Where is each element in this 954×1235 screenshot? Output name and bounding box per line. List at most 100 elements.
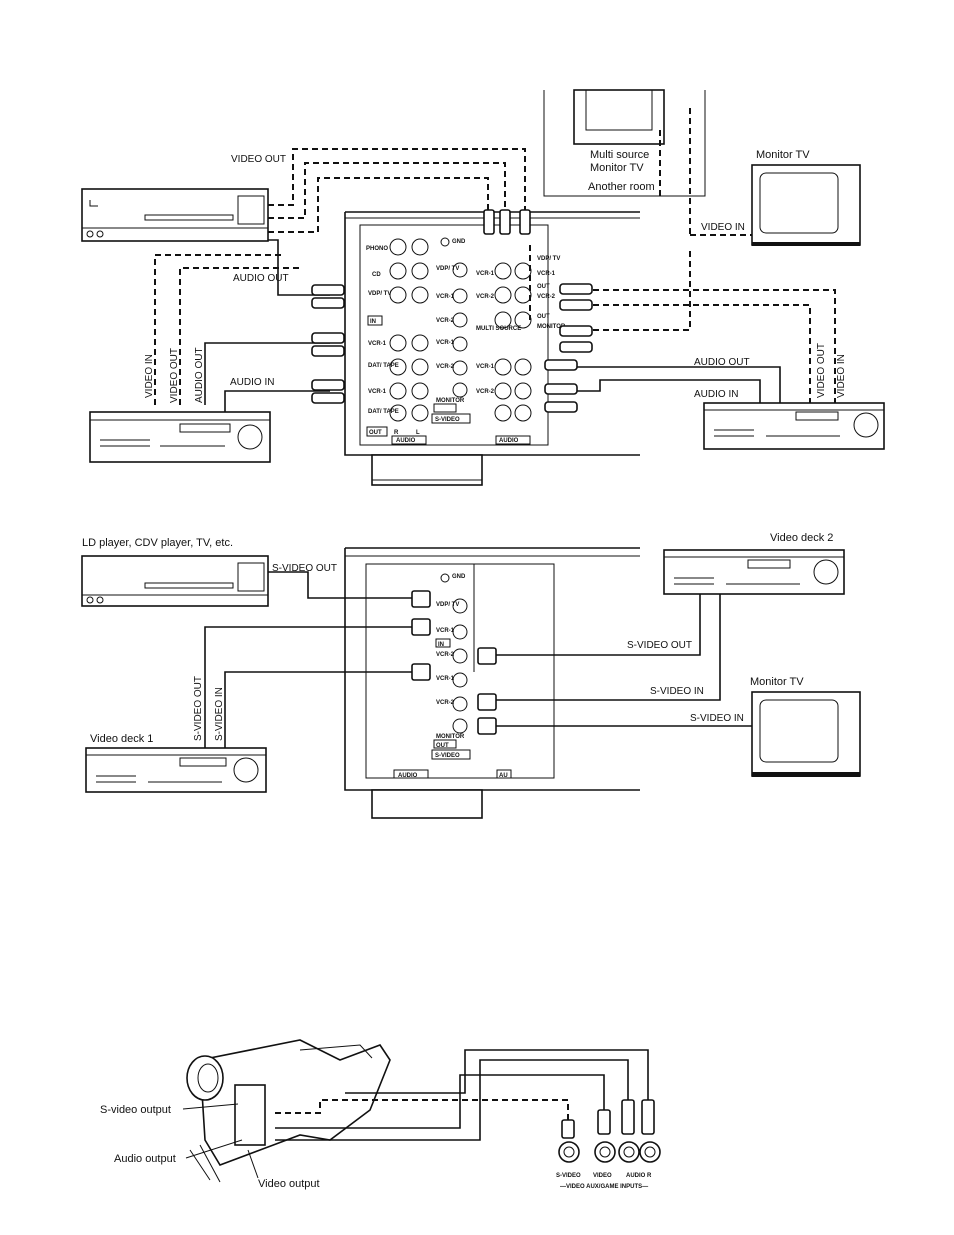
multi-source-label-1: Multi source <box>590 149 649 161</box>
video-in-right-label: VIDEO IN <box>701 222 745 233</box>
monitor-tv-mid-label: Monitor TV <box>750 676 804 688</box>
audio-out-label: AUDIO OUT <box>233 273 289 284</box>
svideo-out-right-label: S-VIDEO OUT <box>627 640 692 651</box>
audio-out-vert-label: AUDIO OUT <box>194 347 205 403</box>
mid-out-label: OUT <box>436 743 449 749</box>
row-dat-tape-out: DAT/ TAPE <box>368 409 399 415</box>
camcorder <box>186 1039 391 1183</box>
video-out-vert-right-label: VIDEO OUT <box>816 343 827 398</box>
video-out-vert-label: VIDEO OUT <box>169 348 180 403</box>
row-phono: PHONO <box>366 246 388 252</box>
receiver-mid: GND VDP/ TV VCR-1 VCR-2 VCR-1 VCR-2 MONI… <box>344 547 640 819</box>
ld-player-mid <box>81 555 269 607</box>
mid-audio-label: AUDIO <box>398 773 418 779</box>
rv-row-vcr2: VCR-2 <box>476 294 495 300</box>
mid-svideo-label: S-VIDEO <box>435 753 460 759</box>
rl-vdp: VDP/ TV <box>537 256 560 262</box>
mid-sv-monitor: MONITOR <box>436 734 465 740</box>
video-deck-2 <box>663 549 845 595</box>
svideo-out-top-label: S-VIDEO OUT <box>272 563 337 574</box>
video-deck-1-label: Video deck 1 <box>90 733 153 745</box>
video-deck-top-right <box>703 402 885 450</box>
rv-row-vcr2b: VCR-2 <box>476 389 495 395</box>
video-in-vert-label: VIDEO IN <box>144 354 155 398</box>
rl-vcr1: VCR-1 <box>537 271 556 277</box>
audio-in-left-label: AUDIO IN <box>230 377 274 388</box>
out-label: OUT <box>369 430 382 436</box>
svideo-output-label: S-video output <box>100 1104 171 1116</box>
rl-monitor: MONITOR <box>537 324 566 330</box>
bottom-cables <box>275 1049 655 1141</box>
mid-in-label: IN <box>438 642 444 648</box>
multi-source-monitor: Multi source Monitor TV Another room <box>543 89 706 197</box>
monitor-tv-mid <box>751 691 861 777</box>
video-in-vert-right-label: VIDEO IN <box>836 354 847 398</box>
audio-output-label: Audio output <box>114 1153 176 1165</box>
r-label: R <box>394 430 399 436</box>
row-cd: CD <box>372 272 381 278</box>
sv-row-vcr2: VCR-2 <box>436 318 455 324</box>
sv-row-monitor: MONITOR <box>436 398 465 404</box>
sv-row-vcr2-out: VCR-2 <box>436 364 455 370</box>
mid-au-label: AU <box>499 773 508 779</box>
jack-audio-label: AUDIO R <box>626 1173 652 1179</box>
mid-sv-vcr1: VCR-1 <box>436 628 455 634</box>
in-label: IN <box>370 319 376 325</box>
rl-out: OUT <box>537 284 550 290</box>
mid-sv-vdp: VDP/ TV <box>436 602 459 608</box>
top-diagram: Multi source Monitor TV Another room Mon… <box>81 89 885 486</box>
monitor-tv-top-label: Monitor TV <box>756 149 810 161</box>
bottom-diagram: S-VIDEO VIDEO AUDIO R —VIDEO AUX/GAME IN… <box>100 1039 661 1190</box>
panel-svideo: GND VDP/ TV VCR-1 VCR-2 VCR-1 VCR-2 MONI… <box>431 237 471 424</box>
audio-label: AUDIO <box>396 438 416 444</box>
video-deck-2-label: Video deck 2 <box>770 532 833 544</box>
audio-in-right-label: AUDIO IN <box>694 389 738 400</box>
aux-jacks: S-VIDEO VIDEO AUDIO R —VIDEO AUX/GAME IN… <box>556 1141 661 1190</box>
audio-out-right-label: AUDIO OUT <box>694 357 750 368</box>
jack-video-label: VIDEO <box>593 1173 612 1179</box>
rv-row-vcr1b: VCR-1 <box>476 364 495 370</box>
gnd-mid: GND <box>452 574 466 580</box>
row-vdp-tv: VDP/ TV <box>368 291 391 297</box>
mid-sv-vcr1b: VCR-1 <box>436 676 455 682</box>
rv-row-multi: MULTI SOURCE <box>476 326 521 332</box>
video-out-label: VIDEO OUT <box>231 154 286 165</box>
sv-row-vdp: VDP/ TV <box>436 266 459 272</box>
monitor-tv-top: Monitor TV <box>751 149 861 246</box>
l-label: L <box>416 430 420 436</box>
sv-row-vcr1: VCR-1 <box>436 294 455 300</box>
row-vcr1-out: VCR-1 <box>368 389 387 395</box>
svideo-in-right-label: S-VIDEO IN <box>650 686 704 697</box>
jack-caption: —VIDEO AUX/GAME INPUTS— <box>560 1184 648 1190</box>
svideo-out-vert-label: S-VIDEO OUT <box>193 676 204 741</box>
video-deck-top-left <box>89 411 271 463</box>
panel-left-audio: PHONO CD VDP/ TV VCR-1 DAT/ TAPE VCR-1 D… <box>366 238 429 445</box>
panel-right-video: VCR-1 VCR-2 VCR-1 VCR-2 MULTI SOURCE VDP… <box>476 256 566 445</box>
gnd-label: GND <box>452 239 466 245</box>
multi-source-label-2: Monitor TV <box>590 162 644 174</box>
middle-diagram: LD player, CDV player, TV, etc. Video de… <box>81 532 861 819</box>
ld-player-top <box>81 188 269 242</box>
top-cables <box>154 108 836 413</box>
jack-svideo-label: S-VIDEO <box>556 1173 581 1179</box>
svideo-label: S-VIDEO <box>435 417 460 423</box>
mid-sv-vcr2: VCR-2 <box>436 652 455 658</box>
another-room-label: Another room <box>588 181 655 193</box>
video-deck-1 <box>85 747 267 793</box>
receiver-top <box>344 211 640 486</box>
middle-cables <box>204 571 752 748</box>
rl-vcr2: VCR-2 <box>537 294 556 300</box>
svideo-in-monitor-label: S-VIDEO IN <box>690 713 744 724</box>
right-audio-label: AUDIO <box>499 438 519 444</box>
rl-out2: OUT <box>537 314 550 320</box>
row-dat-tape: DAT/ TAPE <box>368 363 399 369</box>
svideo-in-vert-label: S-VIDEO IN <box>214 687 225 741</box>
ld-player-label: LD player, CDV player, TV, etc. <box>82 537 233 549</box>
sv-row-vcr1-out: VCR-1 <box>436 340 455 346</box>
row-vcr1: VCR-1 <box>368 341 387 347</box>
video-output-label: Video output <box>258 1178 320 1190</box>
audio-jacks-left <box>389 238 429 422</box>
mid-sv-vcr2b: VCR-2 <box>436 700 455 706</box>
rv-row-vcr1: VCR-1 <box>476 271 495 277</box>
